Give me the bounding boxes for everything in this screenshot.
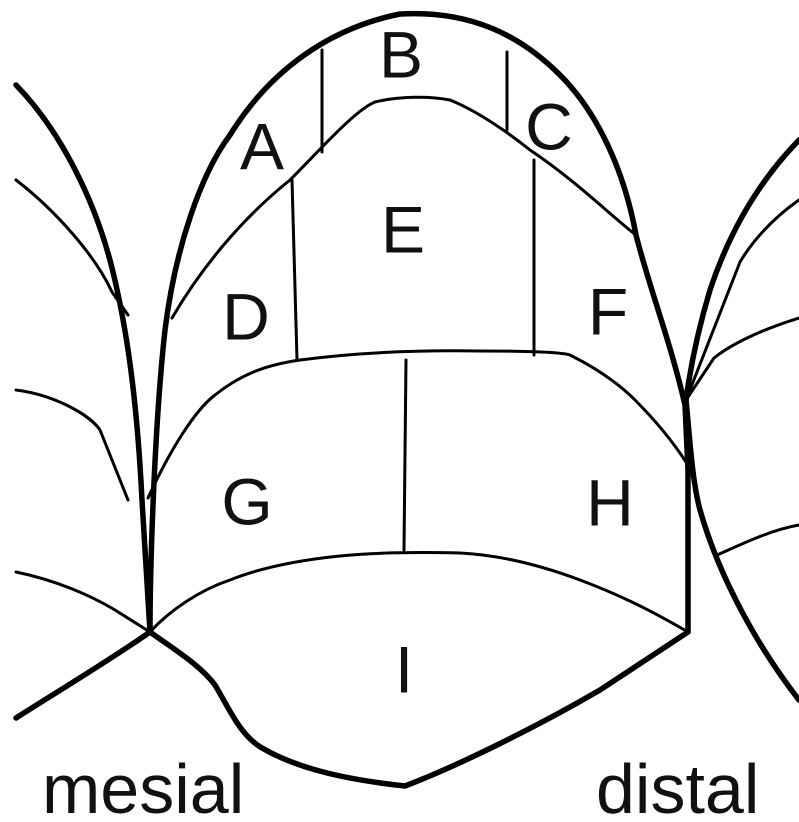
region-label-g: G [221, 464, 272, 538]
left-neighbor-upper-ridge [16, 180, 128, 315]
region-label-i: I [395, 632, 413, 706]
region-label-h: H [586, 465, 634, 539]
region-label-e: E [381, 192, 425, 266]
right-neighbor-tooth [686, 140, 799, 700]
left-neighbor-outline [16, 85, 150, 632]
right-neighbor-outline [686, 140, 799, 400]
divider-g-h [404, 360, 406, 550]
region-label-c: C [525, 89, 573, 163]
right-neighbor-upper-ridge [686, 200, 799, 400]
region-label-b: B [379, 17, 423, 91]
region-label-d: D [222, 279, 270, 353]
cervical-third-boundary [150, 552, 688, 632]
left-neighbor-lower-ridge [16, 572, 150, 632]
side-label-mesial: mesial [42, 750, 244, 822]
region-label-f: F [588, 274, 628, 348]
left-neighbor-cervical [16, 632, 150, 718]
central-tooth [148, 14, 688, 786]
divider-d-e [292, 180, 297, 360]
left-neighbor-tooth [16, 85, 150, 718]
side-label-distal: distal [596, 750, 759, 822]
region-label-a: A [240, 109, 284, 183]
right-neighbor-lower-ridge [715, 525, 799, 556]
left-neighbor-middle-ridge [16, 390, 128, 500]
right-neighbor-cervical [686, 400, 799, 700]
